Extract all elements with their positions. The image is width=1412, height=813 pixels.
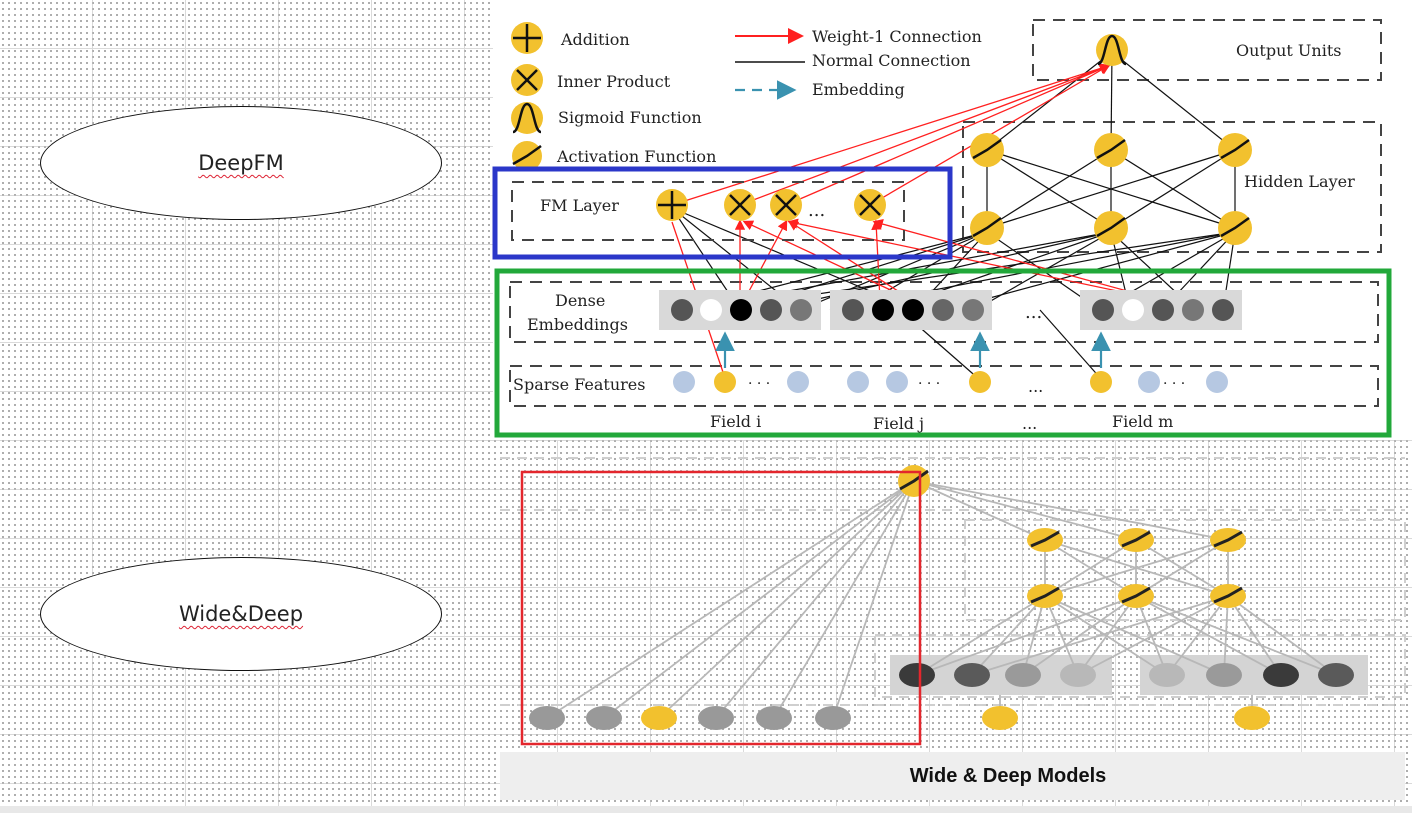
field-m-label: Field m xyxy=(1112,412,1173,431)
widedeep-title-bar xyxy=(500,752,1405,800)
widedeep-title: Wide & Deep Models xyxy=(910,765,1107,787)
dense-embeddings-box xyxy=(509,281,1379,343)
fm-highlight-box xyxy=(492,166,953,260)
wide-highlight-box xyxy=(520,470,922,746)
sparse-dots-4: · · · xyxy=(1163,376,1185,392)
hidden-layer-box xyxy=(962,121,1382,253)
hidden-layer-label: Hidden Layer xyxy=(1244,172,1355,191)
inner-product-icon xyxy=(511,64,543,96)
sparse-dots-2: · · · xyxy=(918,376,940,392)
deepfm-ellipse[interactable]: DeepFM xyxy=(40,106,442,220)
widedeep-figure: Wide & Deep Models xyxy=(500,457,1406,800)
dense-label-1: Dense xyxy=(555,291,605,310)
field-j-label: Field j xyxy=(873,414,924,433)
hidden-nodes xyxy=(970,133,1252,245)
sparse-features-label: Sparse Features xyxy=(513,375,645,394)
output-sigmoid-node xyxy=(1096,34,1128,66)
legend-addition-label: Addition xyxy=(560,30,630,49)
output-units-box xyxy=(1032,19,1382,81)
dense-dots: ... xyxy=(1025,302,1042,323)
field-i-label: Field i xyxy=(710,412,761,431)
fm-layer-label: FM Layer xyxy=(540,196,619,215)
widedeep-ellipse[interactable]: Wide&Deep xyxy=(40,557,442,671)
field-dots: ... xyxy=(1022,414,1037,433)
legend-normal-label: Normal Connection xyxy=(812,51,971,70)
deepfm-label: DeepFM xyxy=(198,151,284,175)
addition-icon xyxy=(511,22,543,54)
legend: Addition Inner Product Sigmoid Function … xyxy=(511,22,982,171)
fm-inner-product-nodes xyxy=(724,189,886,221)
dense-label-2: Embeddings xyxy=(527,315,628,334)
bottom-status-bar xyxy=(0,806,1412,813)
legend-embedding-label: Embedding xyxy=(812,80,905,99)
embedding-arrows xyxy=(715,331,1111,368)
fm-dots: ... xyxy=(808,200,825,221)
widedeep-label: Wide&Deep xyxy=(178,602,304,626)
sparse-features-box xyxy=(509,365,1379,407)
dense-embedding-groups xyxy=(659,290,1242,330)
legend-activation-label: Activation Function xyxy=(556,147,716,166)
legend-inner-product-label: Inner Product xyxy=(557,72,671,91)
legend-weight1-label: Weight-1 Connection xyxy=(812,27,982,46)
legend-sigmoid-label: Sigmoid Function xyxy=(558,108,702,127)
output-units-label: Output Units xyxy=(1236,41,1341,60)
sigmoid-icon xyxy=(511,102,543,134)
embedding-highlight-box xyxy=(494,268,1392,438)
activation-icon xyxy=(512,141,542,171)
sparse-dots-3: ... xyxy=(1028,377,1043,396)
fm-addition-node xyxy=(656,189,688,221)
fm-layer-box xyxy=(511,181,905,241)
sparse-dots-1: · · · xyxy=(748,376,770,392)
sparse-feature-nodes xyxy=(673,371,1228,393)
